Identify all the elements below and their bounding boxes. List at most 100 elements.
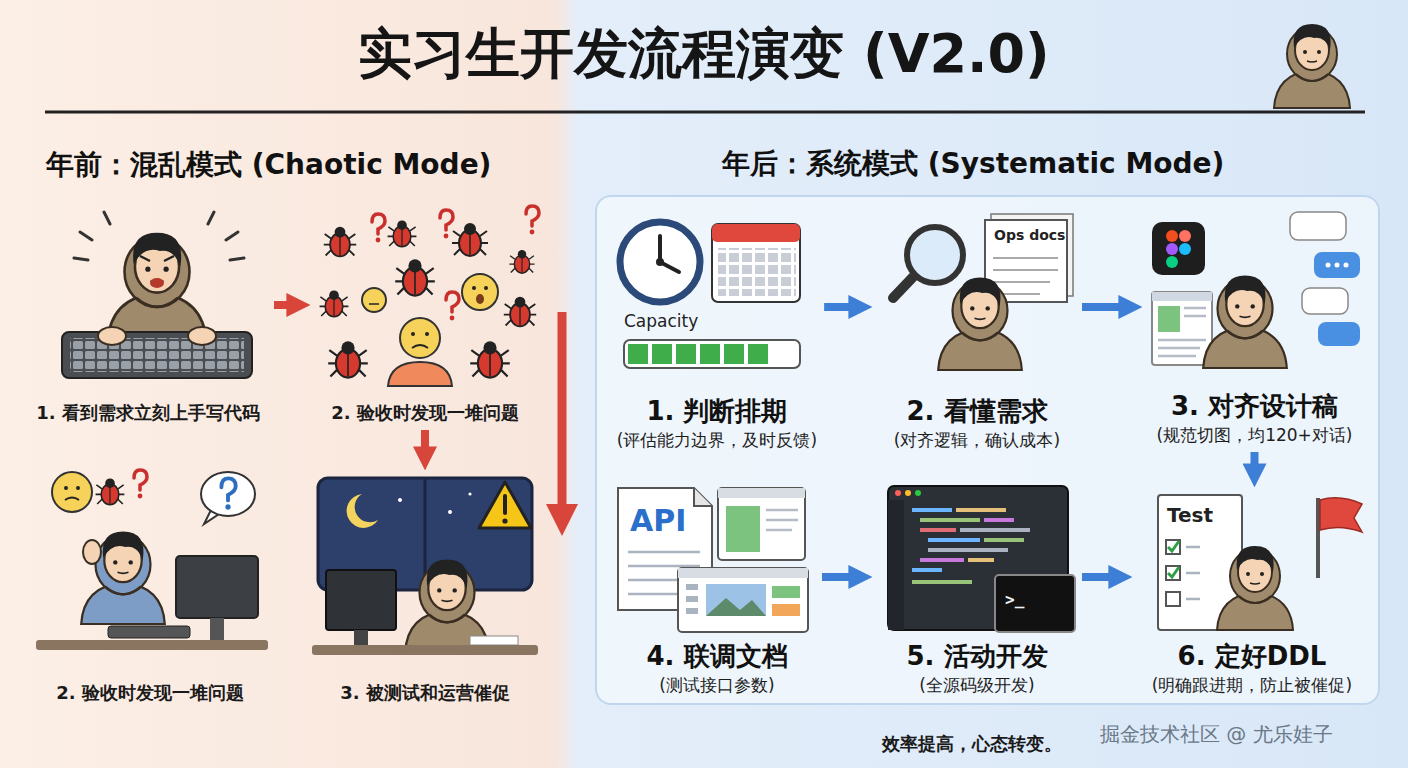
confused-coder <box>81 532 165 624</box>
stressed-coder <box>62 212 252 378</box>
bug-swarm <box>320 206 539 386</box>
panel-fill <box>595 195 1380 705</box>
flow-arrow <box>1082 303 1128 311</box>
bug-swarm <box>509 250 534 273</box>
step-card: 3. 对齐设计稿(规范切图，均120+对话) <box>1142 212 1367 452</box>
confused-coder <box>64 486 68 490</box>
confused-coder <box>76 486 80 490</box>
requirements-icons <box>893 214 1073 370</box>
api-doc-icons <box>686 596 698 602</box>
late-night-coder <box>470 636 518 645</box>
api-doc-icons <box>718 488 805 560</box>
schedule-icons <box>718 248 796 296</box>
bug-swarm <box>412 345 428 348</box>
design-icons <box>1335 263 1340 268</box>
bug-swarm <box>395 259 435 295</box>
step-title: 6. 定好DDL <box>1178 641 1327 672</box>
test-checklist <box>1168 567 1179 577</box>
confused-coder <box>36 470 268 650</box>
late-night-coder <box>479 482 531 528</box>
bug-swarm <box>484 286 488 290</box>
illustration-label: Capacity <box>624 311 698 331</box>
flow-arrow <box>824 303 858 311</box>
code-editor <box>920 518 980 522</box>
schedule-icons <box>700 344 720 364</box>
stressed-coder <box>188 327 216 345</box>
late-night-coder <box>354 630 368 646</box>
design-icons <box>1152 222 1205 275</box>
bug-swarm <box>324 227 356 257</box>
design-icons <box>1179 243 1191 255</box>
test-checklist <box>1320 498 1362 532</box>
schedule-icons <box>656 258 664 266</box>
code-editor <box>920 558 964 562</box>
test-checklist <box>1217 546 1293 630</box>
step-card: 1. 看到需求立刻上手写代码 <box>22 210 274 430</box>
schedule-icons <box>620 222 700 302</box>
test-checklist <box>1166 566 1180 580</box>
confused-coder <box>176 556 258 618</box>
code-editor <box>960 528 1030 532</box>
step-note: (规范切图，均120+对话) <box>1157 424 1353 446</box>
code-editor <box>915 490 921 496</box>
flow-arrow <box>421 430 429 456</box>
transition-arrow <box>546 504 578 536</box>
confused-coder <box>36 640 268 650</box>
api-doc-icons <box>706 598 766 616</box>
diagram-caption: 效率提高，心态转变。 <box>882 732 1062 756</box>
code-editor <box>888 500 904 630</box>
step-card: 5. 活动开发(全源码级开发) <box>872 482 1082 702</box>
step-note: (明确跟进期，防止被催促) <box>1152 674 1352 696</box>
illustration-label: >_ <box>1005 590 1024 609</box>
late-night-coder <box>502 518 507 523</box>
bug-swarm <box>476 294 484 304</box>
stressed-coder <box>98 327 126 345</box>
step-note: (评估能力边界，及时反馈) <box>617 429 817 451</box>
step-card: 2. 验收时发现一堆问题 <box>30 470 270 710</box>
late-night-coder <box>468 492 471 495</box>
late-night-coder <box>398 498 402 502</box>
transition-arrow <box>546 312 578 536</box>
code-editor <box>912 508 952 512</box>
code-editor <box>912 580 972 584</box>
late-night-coder <box>347 494 378 528</box>
stressed-coder <box>140 256 174 261</box>
schedule-icons <box>724 344 744 364</box>
stressed-coder <box>150 278 164 288</box>
schedule-icons <box>620 222 800 368</box>
step-title: 3. 对齐设计稿 <box>1171 391 1338 422</box>
code-editor <box>905 490 911 496</box>
flow-arrow <box>274 301 296 309</box>
step-note: (测试接口参数) <box>659 674 774 696</box>
api-doc-icons <box>694 488 712 506</box>
api-doc-icons <box>686 584 698 590</box>
bug-swarm <box>400 318 440 358</box>
schedule-icons <box>676 344 696 364</box>
step-card: 3. 被测试和运营催促 <box>310 470 540 710</box>
illustration-label: Test <box>1167 503 1213 527</box>
step-note: (全源码级开发) <box>919 674 1034 696</box>
confused-coder <box>210 618 224 640</box>
api-doc-icons <box>766 510 798 530</box>
title-rule <box>45 111 1365 114</box>
design-icons <box>1158 308 1206 356</box>
requirements-icons <box>993 258 1058 294</box>
design-icons <box>1344 263 1349 268</box>
test-checklist <box>1168 541 1179 551</box>
confused-coder <box>134 470 147 498</box>
stressed-coder <box>70 338 244 372</box>
late-night-coder <box>503 496 507 513</box>
bug-swarm <box>362 288 386 312</box>
schedule-icons <box>712 224 800 302</box>
design-icons <box>1166 256 1178 268</box>
code-editor <box>888 486 1075 632</box>
design-icons <box>1152 212 1360 368</box>
stressed-coder <box>108 233 207 342</box>
step-card: 2. 看懂需求(对齐逻辑，确认成本) <box>872 212 1082 457</box>
step-title: 年前：混乱模式 (Chaotic Mode) <box>46 148 491 182</box>
bug-swarm <box>425 332 429 336</box>
confused-coder <box>221 478 235 509</box>
bug-swarm <box>526 206 539 234</box>
design-icons <box>1302 288 1348 314</box>
